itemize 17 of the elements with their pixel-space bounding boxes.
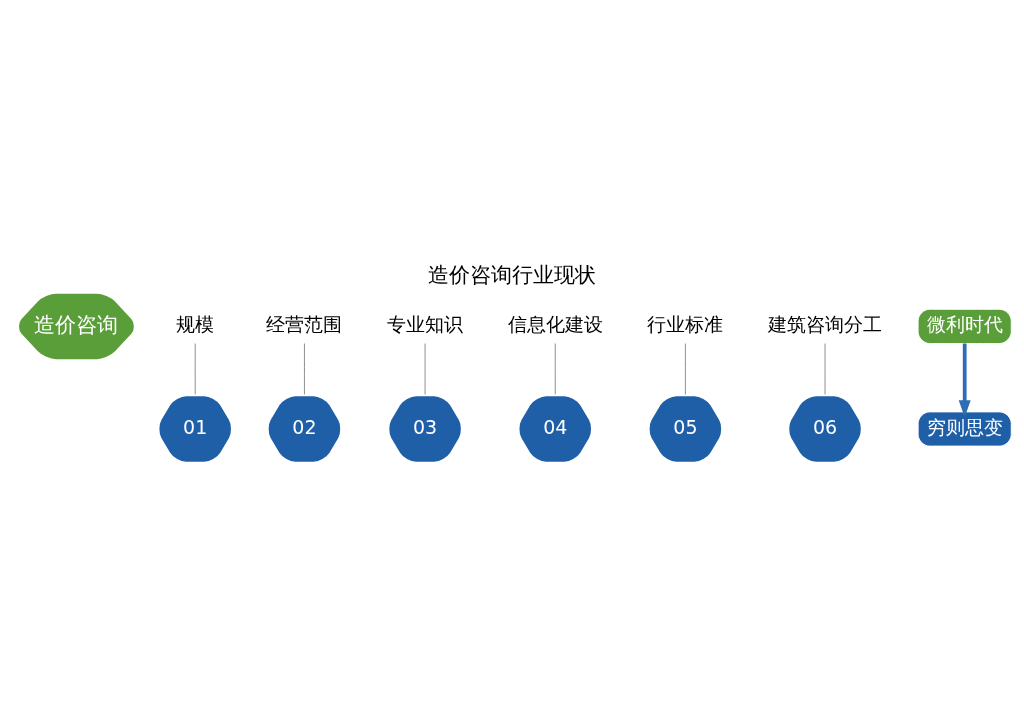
node-ellipse: 造价咨询 <box>16 290 137 362</box>
connector <box>684 342 686 395</box>
connector <box>824 342 826 395</box>
connector <box>554 342 556 395</box>
connector <box>303 342 305 395</box>
connector <box>194 342 196 395</box>
node-text: 经营范围 <box>266 312 343 335</box>
node-box: 穷则思变 <box>917 410 1012 447</box>
node-text: 行业标准 <box>647 312 724 335</box>
node-text: 建筑咨询分工 <box>768 312 883 335</box>
arrow <box>958 343 971 417</box>
node-text: 规模 <box>176 312 215 335</box>
node-box: 微利时代 <box>917 308 1012 344</box>
node-text: 信息化建设 <box>507 312 603 335</box>
node-text: 专业知识 <box>387 312 464 335</box>
diagram-title: 造价咨询行业现状 <box>428 262 596 287</box>
connector <box>424 342 426 395</box>
